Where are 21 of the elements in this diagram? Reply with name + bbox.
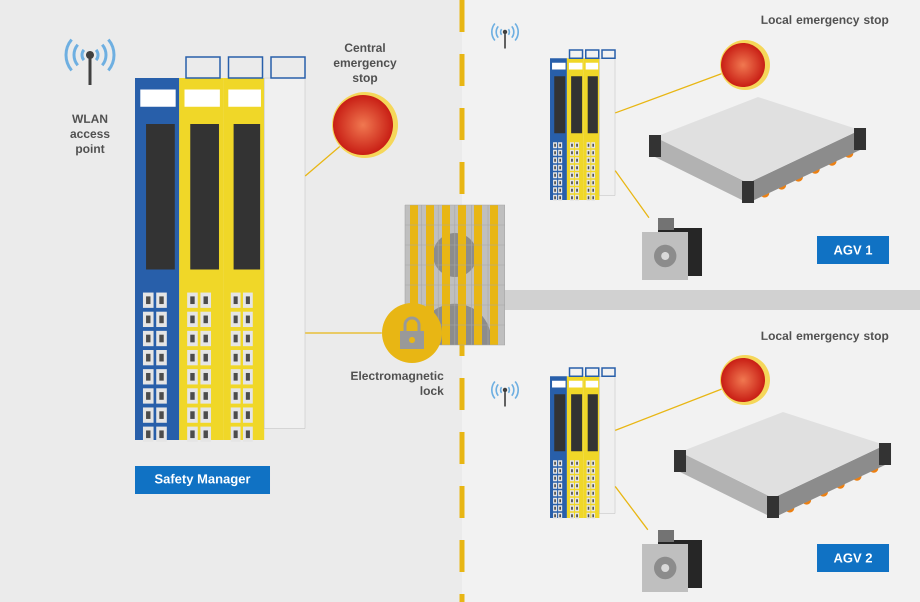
connector-line: [304, 146, 340, 176]
node-label: Electromagnetic lock: [351, 371, 444, 395]
connector-line: [614, 170, 650, 218]
connector-line: [614, 388, 722, 431]
connector-line: [305, 332, 382, 334]
node-label: Local emergency stop: [762, 15, 888, 26]
title-box: Safety Manager: [135, 466, 270, 494]
node-label: Local emergency stop: [762, 331, 888, 342]
title-box: AGV 2: [817, 544, 890, 572]
vehicle-drawing: [674, 412, 892, 518]
vehicle-drawing: [649, 97, 866, 203]
motor-drawing: [642, 530, 702, 592]
controller-drawing: [135, 56, 306, 442]
controller-drawing: [550, 367, 616, 519]
connector-line: [614, 73, 722, 114]
access-point-label: WLAN access point: [70, 114, 110, 156]
node-label: Central emergency stop: [334, 43, 397, 84]
title-box: AGV 1: [817, 236, 890, 264]
motor-drawing: [642, 218, 702, 280]
controller-drawing: [550, 49, 616, 201]
connector-line: [614, 486, 648, 530]
